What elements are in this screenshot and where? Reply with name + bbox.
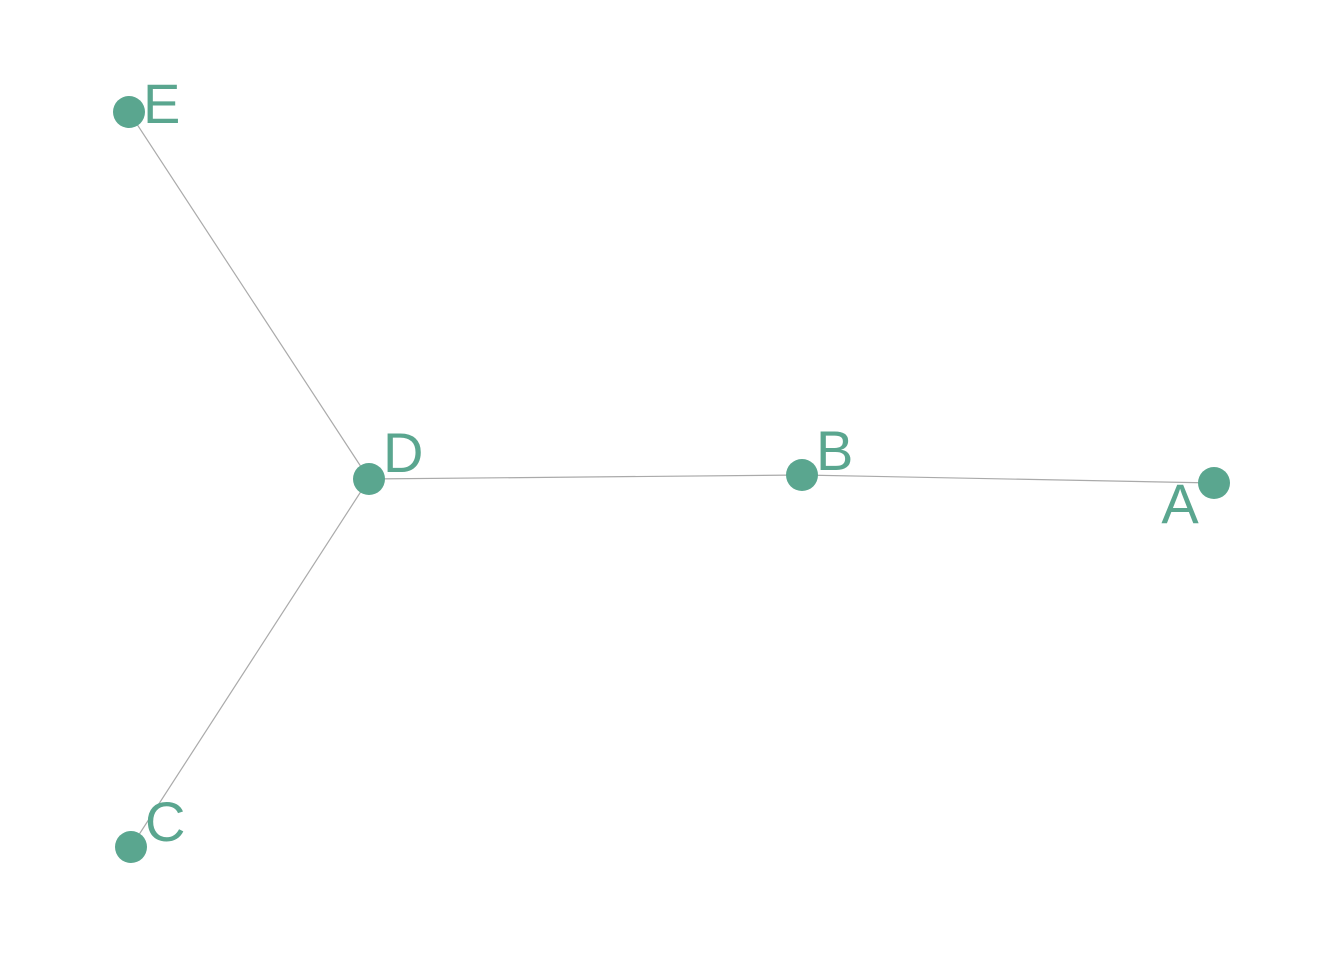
node-label-e: E — [143, 72, 180, 135]
edge-e-d — [128, 111, 370, 480]
node-a — [1198, 467, 1230, 499]
node-e — [113, 96, 145, 128]
node-label-a: A — [1161, 472, 1199, 535]
node-label-c: C — [145, 790, 185, 853]
edge-d-b — [368, 474, 803, 480]
node-c — [115, 831, 147, 863]
edge-b-a — [801, 474, 1215, 484]
edge-d-c — [130, 478, 370, 848]
node-label-d: D — [383, 421, 423, 484]
node-label-b: B — [816, 419, 853, 482]
node-b — [786, 459, 818, 491]
node-d — [353, 463, 385, 495]
node-layer — [113, 96, 1230, 863]
label-layer: A B C D E — [143, 72, 1199, 853]
edge-layer — [128, 111, 1215, 848]
